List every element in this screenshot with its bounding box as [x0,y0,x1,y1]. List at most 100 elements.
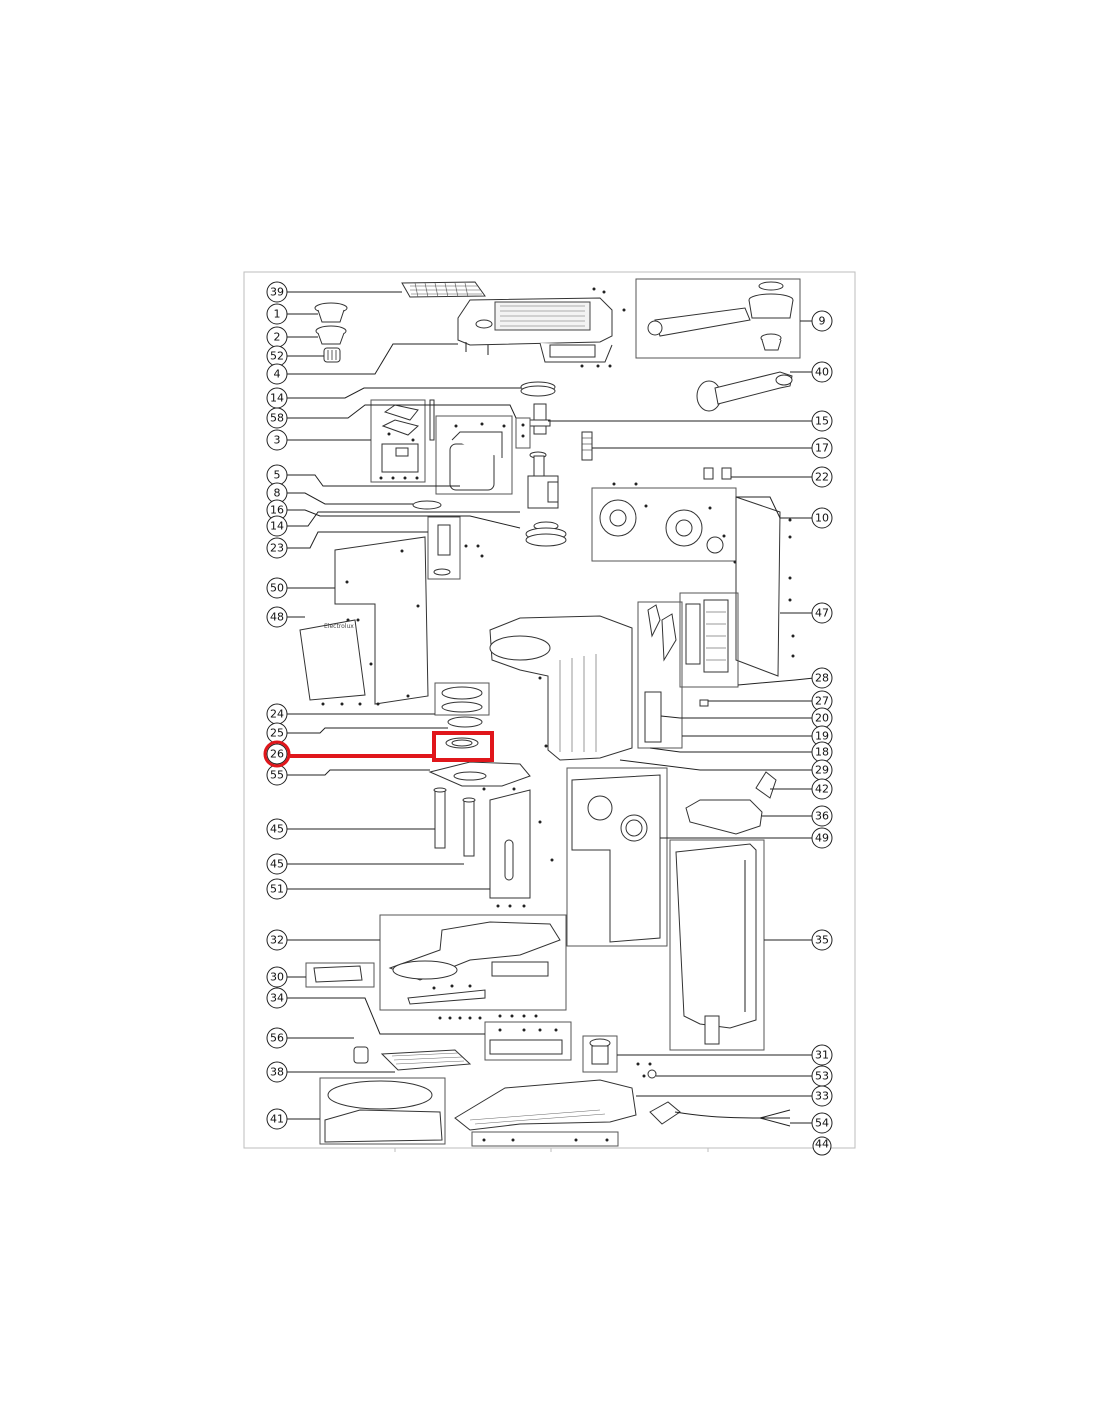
callout-54: 54 [811,1112,833,1134]
power-cord-part [649,1101,791,1127]
callout-5: 5 [266,464,288,486]
svg-text:56: 56 [270,1032,284,1045]
svg-text:47: 47 [815,607,829,620]
callout-30: 30 [266,966,288,988]
svg-text:45: 45 [270,858,284,871]
tray-plate-part [428,761,531,791]
svg-text:41: 41 [270,1113,284,1126]
tube-parts [433,787,476,857]
main-body-part [489,615,633,761]
back-panel-part [566,767,668,947]
svg-text:35: 35 [815,934,829,947]
callout-32: 32 [266,929,288,951]
callout-51: 51 [266,878,288,900]
svg-text:45: 45 [270,823,284,836]
svg-text:9: 9 [819,315,826,328]
callout-23: 23 [266,537,288,559]
svg-text:8: 8 [274,487,281,500]
valve-small-parts [582,1035,657,1079]
callout-18: 18 [811,741,833,763]
svg-text:22: 22 [815,471,829,484]
svg-text:27: 27 [815,695,829,708]
callout-45-upper: 45 [266,818,288,840]
diagram-frame [243,271,856,1149]
highlight-box [432,731,494,762]
svg-text:38: 38 [270,1066,284,1079]
clip-parts [703,467,732,480]
callout-10: 10 [811,507,833,529]
drip-tray-part [319,1077,446,1145]
svg-text:26: 26 [270,748,284,761]
callout-2: 2 [266,326,288,348]
svg-text:49: 49 [815,832,829,845]
svg-text:44: 44 [815,1138,829,1151]
left-panel-part [334,516,484,705]
side-plate-part [489,789,554,908]
callout-29: 29 [811,759,833,781]
portafilter-part [635,278,801,359]
callout-52: 52 [266,345,288,367]
callout-42: 42 [811,778,833,800]
callout-36: 36 [811,805,833,827]
svg-text:1: 1 [274,308,281,321]
svg-text:18: 18 [815,746,829,759]
svg-text:14: 14 [270,392,284,405]
callout-4: 4 [266,363,288,385]
svg-text:16: 16 [270,504,284,517]
callout-3: 3 [266,429,288,451]
callout-47: 47 [811,602,833,624]
svg-text:42: 42 [815,783,829,796]
knob-lid-parts [685,771,777,835]
callout-33: 33 [811,1085,833,1107]
svg-text:25: 25 [270,727,284,740]
callout-35: 35 [811,929,833,951]
tamper-part [696,371,793,412]
svg-text:33: 33 [815,1090,829,1103]
svg-text:20: 20 [815,712,829,725]
callout-40: 40 [811,361,833,383]
drip-grid-part [401,281,486,298]
svg-text:54: 54 [815,1117,829,1130]
brew-head-part [591,482,737,564]
svg-text:3: 3 [274,434,281,447]
callout-48: 48 [266,606,288,628]
base-assembly-part [379,914,567,1011]
svg-text:17: 17 [815,442,829,455]
callout-58: 58 [266,407,288,429]
callout-28: 28 [811,667,833,689]
callout-38: 38 [266,1061,288,1083]
small-tray-part [305,962,375,988]
svg-text:34: 34 [270,992,284,1005]
svg-text:50: 50 [270,582,284,595]
callout-53: 53 [811,1065,833,1087]
callout-16: 16 [266,499,288,521]
callout-44: 44 [812,1136,832,1156]
callout-9: 9 [811,310,833,332]
svg-text:5: 5 [274,469,281,482]
callout-24: 24 [266,703,288,725]
callout-41: 41 [266,1108,288,1130]
svg-text:52: 52 [270,350,284,363]
front-cover-part: Electrolux [299,619,380,706]
filter-basket-parts [314,302,348,363]
callout-56: 56 [266,1027,288,1049]
callout-55: 55 [266,764,288,786]
callout-22: 22 [811,466,833,488]
callout-20: 20 [811,707,833,729]
highlight-part-26 [263,731,494,768]
svg-text:39: 39 [270,286,284,299]
svg-text:15: 15 [815,415,829,428]
callout-14-bottom: 14 [266,515,288,537]
svg-text:48: 48 [270,611,284,624]
svg-text:36: 36 [815,810,829,823]
svg-text:53: 53 [815,1070,829,1083]
svg-text:30: 30 [270,971,284,984]
callout-39: 39 [266,281,288,303]
base-frame-part [454,1079,637,1147]
svg-text:14: 14 [270,520,284,533]
svg-text:51: 51 [270,883,284,896]
callout-26-highlighted: 26 [266,743,288,765]
pump-rings-part [525,521,567,547]
sensor-part [581,431,593,461]
